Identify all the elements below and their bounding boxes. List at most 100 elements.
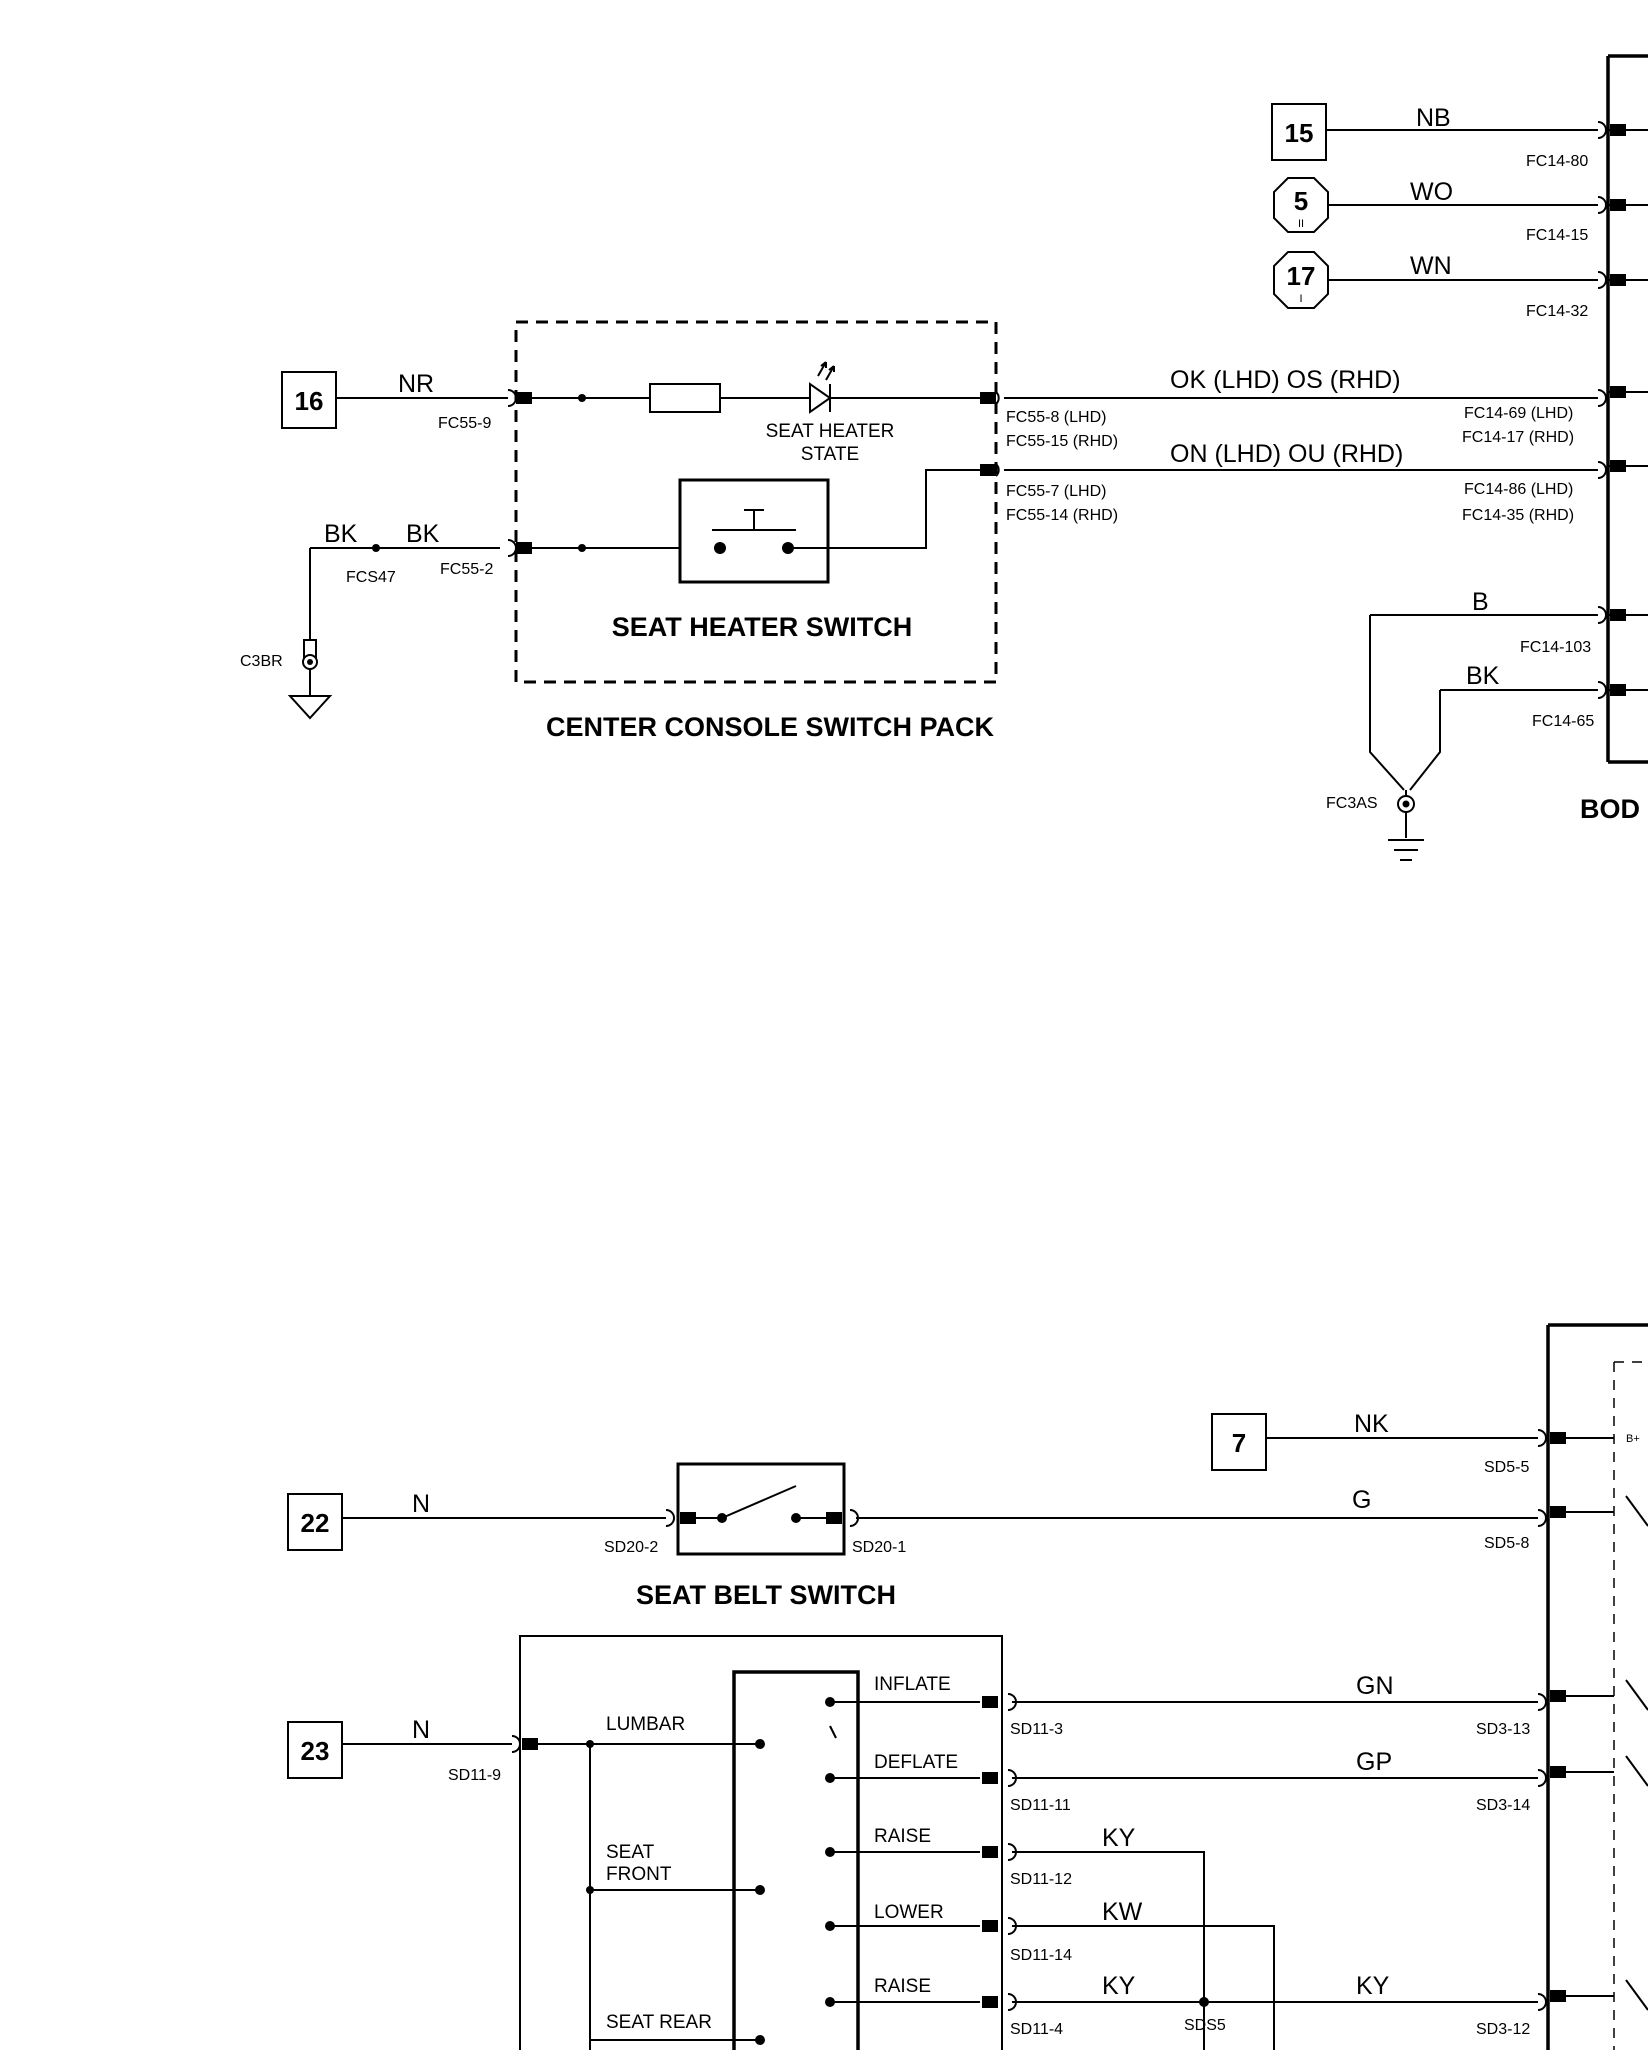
- pin-fc14-32: FC14-32: [1526, 303, 1588, 320]
- ref-15: 15 NB FC14-80: [1271, 103, 1607, 170]
- pin-sd20-2: SD20-2: [604, 1539, 658, 1556]
- ref-7: 7 NK SD5-5 B+: [1211, 1410, 1640, 1476]
- ref-5: 5 II WO FC14-15: [1273, 177, 1607, 244]
- label-seat-front-2: FRONT: [606, 1864, 672, 1885]
- ref-7-label: 7: [1232, 1428, 1246, 1458]
- seat-heater-switch: SEAT HEATER SWITCH: [507, 464, 996, 642]
- seat-heater-state-circuit: SEAT HEATER STATE: [516, 361, 996, 465]
- seat-switch-outputs: INFLATE GN SD11-3 SD3-13 DEFLATE GP SD11…: [825, 1672, 1648, 2050]
- ref-16: 16 NR FC55-9: [281, 370, 517, 432]
- wire-gn: GN: [1356, 1672, 1394, 1700]
- body-module-edge: BOD: [1580, 54, 1648, 824]
- ref-5-sub: II: [1298, 218, 1304, 230]
- pin-sd11-4: SD11-4: [1010, 2021, 1063, 2038]
- pin-fc14-17: FC14-17 (RHD): [1462, 429, 1574, 446]
- pin-sd11-14: SD11-14: [1010, 1947, 1072, 1964]
- pin-sd5-8: SD5-8: [1484, 1535, 1529, 1552]
- label-seat-front-1: SEAT: [606, 1842, 655, 1863]
- pin-fc55-15: FC55-15 (RHD): [1006, 433, 1118, 450]
- body-module-label: BOD: [1580, 794, 1640, 824]
- ref-17-sub: I: [1299, 293, 1302, 305]
- wire-bk-1: BK: [324, 520, 358, 548]
- pin-fc14-103: FC14-103: [1520, 639, 1591, 656]
- label-deflate: DEFLATE: [874, 1752, 958, 1773]
- wire-bk-2: BK: [406, 520, 440, 548]
- ref-16-label: 16: [295, 386, 324, 416]
- label-raise-2: RAISE: [874, 1976, 931, 1997]
- wire-ok-os-label: OK (LHD) OS (RHD): [1170, 366, 1401, 394]
- seat-heater-state-label-2: STATE: [801, 444, 859, 465]
- body-connectors: [1608, 124, 1648, 696]
- pin-fc55-2: FC55-2: [440, 561, 493, 578]
- pin-sd3-12: SD3-12: [1476, 2021, 1530, 2038]
- wire-nb: NB: [1416, 104, 1451, 132]
- pin-fc14-80: FC14-80: [1526, 153, 1588, 170]
- pin-fc55-7: FC55-7 (LHD): [1006, 483, 1106, 500]
- pin-sd5-5: SD5-5: [1484, 1459, 1529, 1476]
- pin-fc14-69: FC14-69 (LHD): [1464, 405, 1573, 422]
- pin-sd11-11: SD11-11: [1010, 1797, 1071, 1814]
- wire-on-ou-label: ON (LHD) OU (RHD): [1170, 440, 1403, 468]
- pin-sd11-9: SD11-9: [448, 1767, 501, 1784]
- ref-15-label: 15: [1285, 118, 1314, 148]
- ref-17: 17 I WN FC14-32: [1273, 251, 1607, 320]
- wire-n-22: N: [412, 1490, 430, 1518]
- ref-22-label: 22: [301, 1508, 330, 1538]
- seat-module-edge: [1546, 1323, 1648, 2050]
- resistor: [649, 383, 721, 413]
- wire-wn: WN: [1410, 252, 1452, 280]
- seat-switch-pack: 23 N SD11-9 LUMBAR SEAT FRONT SEAT REAR: [287, 1635, 1003, 2050]
- pin-fc3as: FC3AS: [1326, 795, 1378, 812]
- pin-sd11-12: SD11-12: [1010, 1871, 1072, 1888]
- seat-belt-switch-label: SEAT BELT SWITCH: [636, 1580, 896, 1610]
- ground-c3br: BK BK FCS47 FC55-2 C3BR: [240, 520, 500, 720]
- pin-fc55-9: FC55-9: [438, 415, 491, 432]
- center-console-label: CENTER CONSOLE SWITCH PACK: [546, 712, 995, 742]
- wire-ky-1: KY: [1102, 1824, 1136, 1852]
- pin-sd11-3: SD11-3: [1010, 1721, 1063, 1738]
- label-seat-rear: SEAT REAR: [606, 2012, 712, 2033]
- label-raise-1: RAISE: [874, 1826, 931, 1847]
- pin-c3br: C3BR: [240, 653, 283, 670]
- led-icon: [809, 382, 832, 414]
- wire-on-ou: ON (LHD) OU (RHD) FC55-7 (LHD) FC55-14 (…: [995, 440, 1607, 524]
- center-console-switch-pack: CENTER CONSOLE SWITCH PACK: [514, 320, 998, 742]
- pin-fc14-86: FC14-86 (LHD): [1464, 481, 1573, 498]
- pin-fc55-14: FC55-14 (RHD): [1006, 507, 1118, 524]
- wire-nr: NR: [398, 370, 434, 398]
- pin-fc14-35: FC14-35 (RHD): [1462, 507, 1574, 524]
- label-inflate: INFLATE: [874, 1674, 951, 1695]
- seat-heater-switch-label: SEAT HEATER SWITCH: [612, 612, 913, 642]
- pin-fc14-15: FC14-15: [1526, 227, 1588, 244]
- wire-g: G: [1352, 1486, 1371, 1514]
- label-lumbar: LUMBAR: [606, 1714, 685, 1735]
- seat-belt-switch: 22 N G SD20-2 SD20-1 SD5-8 SEAT BELT SWI…: [287, 1462, 1648, 1610]
- ref-5-label: 5: [1294, 186, 1308, 216]
- label-lower: LOWER: [874, 1902, 944, 1923]
- wire-n-23: N: [412, 1716, 430, 1744]
- wire-bk-3: BK: [1466, 662, 1500, 690]
- wire-gp: GP: [1356, 1748, 1392, 1776]
- ref-17-label: 17: [1287, 261, 1316, 291]
- wire-ok-os: OK (LHD) OS (RHD) FC55-8 (LHD) FC55-15 (…: [995, 366, 1607, 450]
- wire-ky-2: KY: [1102, 1972, 1136, 2000]
- seat-heater-state-label-1: SEAT HEATER: [766, 421, 895, 442]
- ground-fc3as: B FC14-103 BK FC14-65 FC3AS: [1326, 588, 1607, 861]
- pin-b-plus: B+: [1626, 1433, 1640, 1445]
- pin-sds5: SDS5: [1184, 2017, 1226, 2034]
- ref-23-label: 23: [301, 1736, 330, 1766]
- pin-sd3-13: SD3-13: [1476, 1721, 1530, 1738]
- wire-nk: NK: [1354, 1410, 1389, 1438]
- pin-sd20-1: SD20-1: [852, 1539, 906, 1556]
- pin-sd3-14: SD3-14: [1476, 1797, 1530, 1814]
- wire-kw-1: KW: [1102, 1898, 1143, 1926]
- wire-b: B: [1472, 588, 1489, 616]
- chassis-ground-icon: [1388, 839, 1424, 861]
- pin-fc55-8: FC55-8 (LHD): [1006, 409, 1106, 426]
- pin-fc14-65: FC14-65: [1532, 713, 1594, 730]
- wire-wo: WO: [1410, 178, 1453, 206]
- ground-icon: [287, 695, 333, 720]
- wire-ky-3: KY: [1356, 1972, 1390, 2000]
- pin-fcs47: FCS47: [346, 569, 396, 586]
